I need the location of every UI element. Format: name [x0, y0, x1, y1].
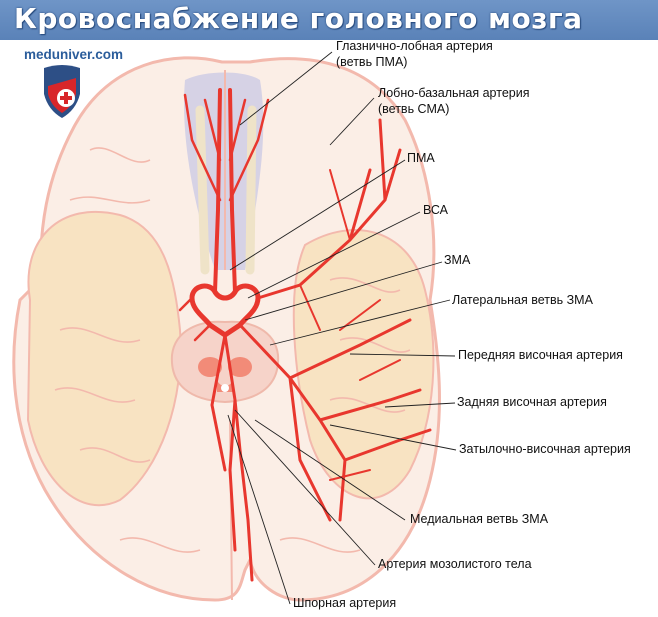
- label-anterior-temporal: Передняя височная артерия: [458, 348, 623, 362]
- label-frontobasal-note: (ветвь СМА): [378, 102, 449, 116]
- leader-lines: [227, 51, 457, 605]
- label-ica: ВСА: [423, 203, 449, 217]
- label-occipitotemporal: Затылочно-височная артерия: [459, 442, 631, 456]
- label-calcarine: Шпорная артерия: [293, 596, 396, 610]
- brain-outline: [12, 56, 441, 602]
- label-frontobasal: Лобно-базальная артерия: [378, 86, 529, 100]
- label-pca: ЗМА: [444, 253, 471, 267]
- label-lateral-pca: Латеральная ветвь ЗМА: [452, 293, 594, 307]
- labels: Глазнично-лобная артерия (ветвь ПМА) Лоб…: [293, 39, 631, 610]
- label-posterior-temporal: Задняя височная артерия: [457, 395, 607, 409]
- page-title: Кровоснабжение головного мозга: [14, 2, 583, 35]
- label-orbitofrontal: Глазнично-лобная артерия: [336, 39, 493, 53]
- title-bar: Кровоснабжение головного мозга: [0, 0, 658, 40]
- label-medial-pca: Медиальная ветвь ЗМА: [410, 512, 549, 526]
- site-name[interactable]: meduniver.com: [24, 47, 124, 62]
- label-callosal: Артерия мозолистого тела: [378, 557, 532, 571]
- meduniver-logo-icon[interactable]: [40, 64, 84, 120]
- label-orbitofrontal-note: (ветвь ПМА): [336, 55, 407, 69]
- label-aca: ПМА: [407, 151, 435, 165]
